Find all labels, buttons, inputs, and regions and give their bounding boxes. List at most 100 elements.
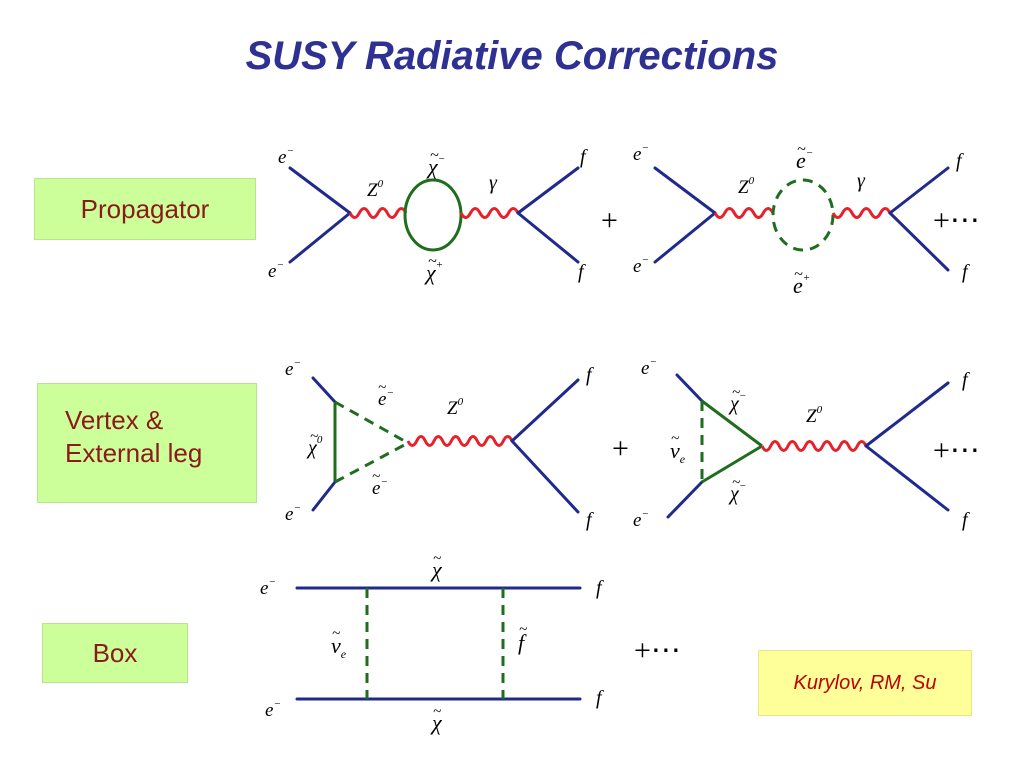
z-boson-line	[348, 207, 408, 219]
fermion-f-label: f	[580, 146, 588, 168]
tilde-mark: ~	[428, 253, 437, 270]
plus-sign: +	[601, 204, 618, 237]
plus-dots-sign: +⋯	[933, 434, 980, 467]
label-vertex-line2: External leg	[65, 438, 203, 468]
tilde-mark: ~	[378, 380, 386, 396]
box-diagram: e− e− χ ~ χ ~ νe ~ f ~ f f	[260, 551, 604, 735]
tilde-mark: ~	[310, 429, 318, 445]
tilde-mark: ~	[732, 475, 740, 491]
fermion-line	[510, 439, 580, 514]
z-label: Z0	[806, 404, 823, 427]
fermion-line	[288, 211, 352, 264]
fermion-line	[666, 480, 704, 519]
chargino-label: χ−	[728, 390, 746, 415]
fermion-line	[888, 211, 950, 272]
fermion-f-label: f	[962, 261, 970, 283]
z-boson-line	[713, 207, 775, 219]
z-label: Z0	[367, 178, 384, 201]
fermion-line	[864, 381, 950, 448]
tilde-mark: ~	[794, 266, 803, 283]
fermion-f-label: f	[586, 364, 594, 386]
fermion-f-label: f	[956, 150, 964, 172]
fermion-f-label: f	[586, 509, 594, 531]
fermion-f-label: f	[596, 577, 604, 599]
electron-label: e−	[260, 576, 276, 599]
electron-label: e−	[278, 145, 294, 168]
selectron-line	[334, 441, 409, 484]
tilde-mark: ~	[430, 147, 439, 164]
tilde-mark: ~	[372, 469, 380, 485]
vertex-diagram-1: e− e− χ0 ~ e− ~ e− ~ Z0 f f	[285, 357, 594, 531]
slide-title: SUSY Radiative Corrections	[245, 34, 779, 78]
tilde-mark: ~	[519, 622, 527, 638]
chargino-label: χ	[430, 710, 443, 735]
label-propagator: Propagator	[34, 178, 256, 240]
chargino-label: χ−	[426, 153, 445, 179]
tilde-mark: ~	[671, 431, 679, 447]
sneutrino-label: νe	[331, 633, 347, 661]
selectron-label: e+	[793, 272, 810, 298]
label-box-text: Box	[92, 637, 138, 668]
vertex-diagram-2: e− e− νe ~ χ− ~ χ− ~ Z0 f f	[633, 356, 970, 531]
chargino-label: χ+	[424, 259, 443, 285]
selectron-loop	[771, 178, 835, 252]
fermion-line	[516, 211, 580, 264]
fermion-line	[311, 376, 337, 404]
tilde-mark: ~	[433, 704, 441, 720]
fermion-line	[510, 378, 580, 443]
fermion-line	[653, 166, 717, 215]
fermion-line	[516, 166, 580, 215]
tilde-mark: ~	[732, 385, 740, 401]
electron-label: e−	[633, 142, 649, 165]
z-label: Z0	[738, 175, 755, 198]
electron-label: e−	[268, 259, 284, 282]
plus-sign: +	[612, 432, 629, 465]
credit-box: Kurylov, RM, Su	[758, 650, 972, 716]
electron-label: e−	[265, 698, 281, 721]
propagator-diagram-2: e− e− Z0 e− ~ e+ ~ γ f f	[633, 141, 970, 298]
chargino-label: χ	[430, 557, 443, 582]
electron-label: e−	[633, 254, 649, 277]
fermion-f-label: f	[962, 509, 970, 531]
selectron-label: e−	[796, 147, 813, 173]
label-box: Box	[42, 623, 188, 683]
fermion-f-label: f	[578, 261, 586, 283]
label-propagator-text: Propagator	[80, 193, 210, 224]
sneutrino-label: νe	[670, 438, 686, 466]
electron-label: e−	[641, 356, 657, 379]
photon-line	[459, 207, 520, 219]
fermion-f-label: f	[596, 687, 604, 709]
photon-label: γ	[489, 172, 498, 194]
fermion-line	[864, 444, 950, 512]
chargino-label: χ−	[728, 480, 746, 505]
fermion-line	[288, 166, 352, 215]
photon-line	[831, 207, 892, 219]
photon-label: γ	[857, 170, 866, 192]
chargino-line	[701, 444, 763, 484]
sfermion-label: f	[518, 630, 527, 655]
tilde-mark: ~	[797, 141, 806, 158]
electron-label: e−	[285, 502, 301, 525]
fermion-line	[675, 373, 704, 403]
chargino-line	[701, 399, 763, 448]
electron-label: e−	[285, 357, 301, 380]
neutralino-label: χ0	[306, 434, 323, 459]
selectron-label: e−	[378, 387, 394, 410]
tilde-mark: ~	[433, 551, 441, 567]
propagator-diagram-1: e− e− Z0 χ− ~ χ+ ~ γ f f	[268, 145, 588, 285]
plus-dots-sign: +⋯	[933, 204, 980, 237]
z-boson-line	[760, 440, 868, 452]
fermion-f-label: f	[962, 369, 970, 391]
electron-label: e−	[633, 508, 649, 531]
plus-dots-sign: +⋯	[634, 634, 681, 667]
fermion-line	[311, 480, 337, 512]
chargino-loop	[403, 178, 463, 252]
selectron-line	[334, 400, 409, 445]
tilde-mark: ~	[332, 626, 340, 642]
z-label: Z0	[447, 396, 464, 419]
fermion-line	[653, 211, 717, 264]
selectron-label: e−	[372, 476, 388, 499]
z-boson-line	[406, 435, 514, 447]
label-vertex-line1: Vertex &	[65, 405, 164, 435]
